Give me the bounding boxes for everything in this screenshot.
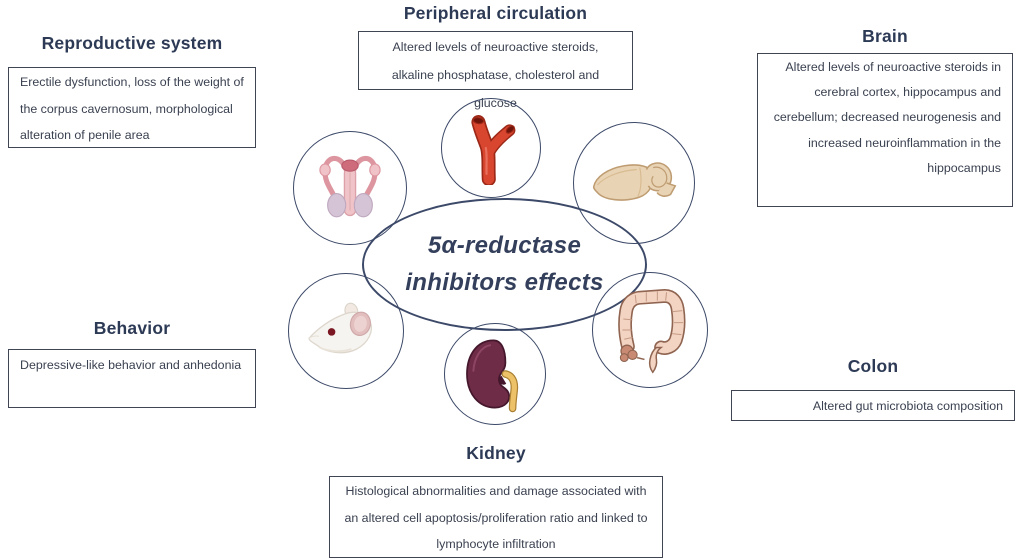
brain-box: Altered levels of neuroactive steroids i… — [757, 53, 1013, 207]
central-label-line1: 5α-reductase — [427, 232, 582, 259]
colon-box: Altered gut microbiota composition — [731, 390, 1015, 421]
brain-title: Brain — [862, 26, 908, 46]
rat-brain-icon — [592, 162, 677, 201]
reproductive-circle — [293, 131, 407, 245]
reproductive-title: Reproductive system — [41, 33, 223, 53]
peripheral-circle — [441, 98, 541, 198]
peripheral-title: Peripheral circulation — [403, 3, 588, 23]
reproductive-box: Erectile dysfunction, loss of the weight… — [8, 67, 256, 148]
kidney-circle — [444, 323, 546, 425]
kidney-title: Kidney — [466, 443, 526, 463]
kidney-box: Histological abnormalities and damage as… — [329, 476, 663, 558]
behavior-title: Behavior — [93, 318, 171, 338]
artery-icon — [471, 115, 516, 185]
central-label-line2: inhibitors effects — [405, 269, 604, 296]
colon-circle — [592, 272, 708, 388]
colon-icon — [618, 289, 686, 374]
behavior-box: Depressive-like behavior and anhedonia — [8, 349, 256, 408]
colon-title: Colon — [847, 356, 899, 376]
white-mouse-icon — [308, 302, 372, 354]
brain-circle — [573, 122, 695, 244]
male-reproductive-system-icon — [319, 155, 381, 218]
kidney-icon — [466, 339, 519, 413]
behavior-circle — [288, 273, 404, 389]
peripheral-box: Altered levels of neuroactive steroids, … — [358, 31, 633, 110]
